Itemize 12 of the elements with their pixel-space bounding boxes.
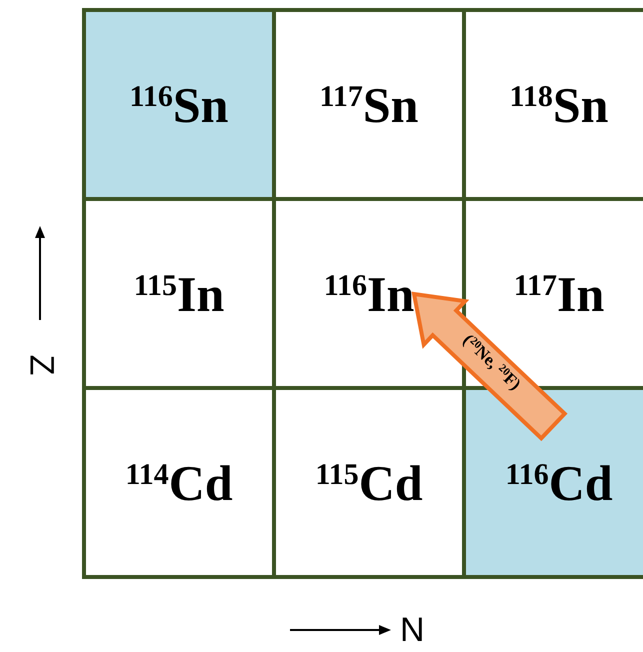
nuclide-label: $^{116}$In	[324, 268, 414, 318]
nuclide-label: $^{116}$Cd	[505, 458, 613, 508]
nuclide-label: $^{115}$Cd	[315, 458, 423, 508]
nuclide-label: $^{118}$Sn	[510, 80, 608, 130]
nuclide-label: $^{117}$Sn	[320, 80, 418, 130]
reaction-arrow	[412, 292, 568, 442]
axis-label: N	[400, 613, 425, 647]
nuclide-label: $^{114}$Cd	[125, 458, 233, 508]
axis-label: Z	[24, 354, 58, 376]
nuclide-label: $^{115}$In	[134, 268, 224, 318]
nuclide-label: $^{117}$In	[514, 268, 604, 318]
nuclide-label: $^{116}$Sn	[130, 80, 228, 130]
